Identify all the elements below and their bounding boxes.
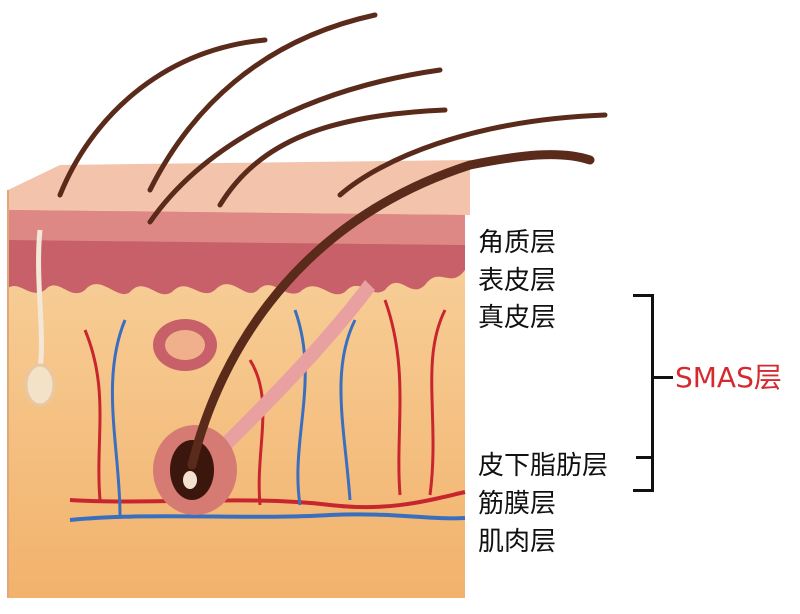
hair-follicle xyxy=(153,425,237,515)
nerve-ending xyxy=(24,229,56,407)
hairs xyxy=(57,12,608,470)
label-muscle: 肌肉层 xyxy=(478,527,557,557)
sebaceous-gland xyxy=(153,319,217,371)
dermis-top-band xyxy=(8,210,465,245)
label-stratum-corneum: 角质层 xyxy=(478,228,557,258)
arrector-muscle xyxy=(220,280,375,450)
label-epidermis: 表皮层 xyxy=(478,266,557,296)
label-subcutaneous-fat: 皮下脂肪层 xyxy=(478,451,609,481)
label-smas: SMAS层 xyxy=(675,361,782,394)
blood-vessels xyxy=(69,299,466,522)
top-surface xyxy=(8,160,470,215)
label-dermis: 真皮层 xyxy=(478,303,557,333)
label-fascia: 筋膜层 xyxy=(478,489,557,519)
